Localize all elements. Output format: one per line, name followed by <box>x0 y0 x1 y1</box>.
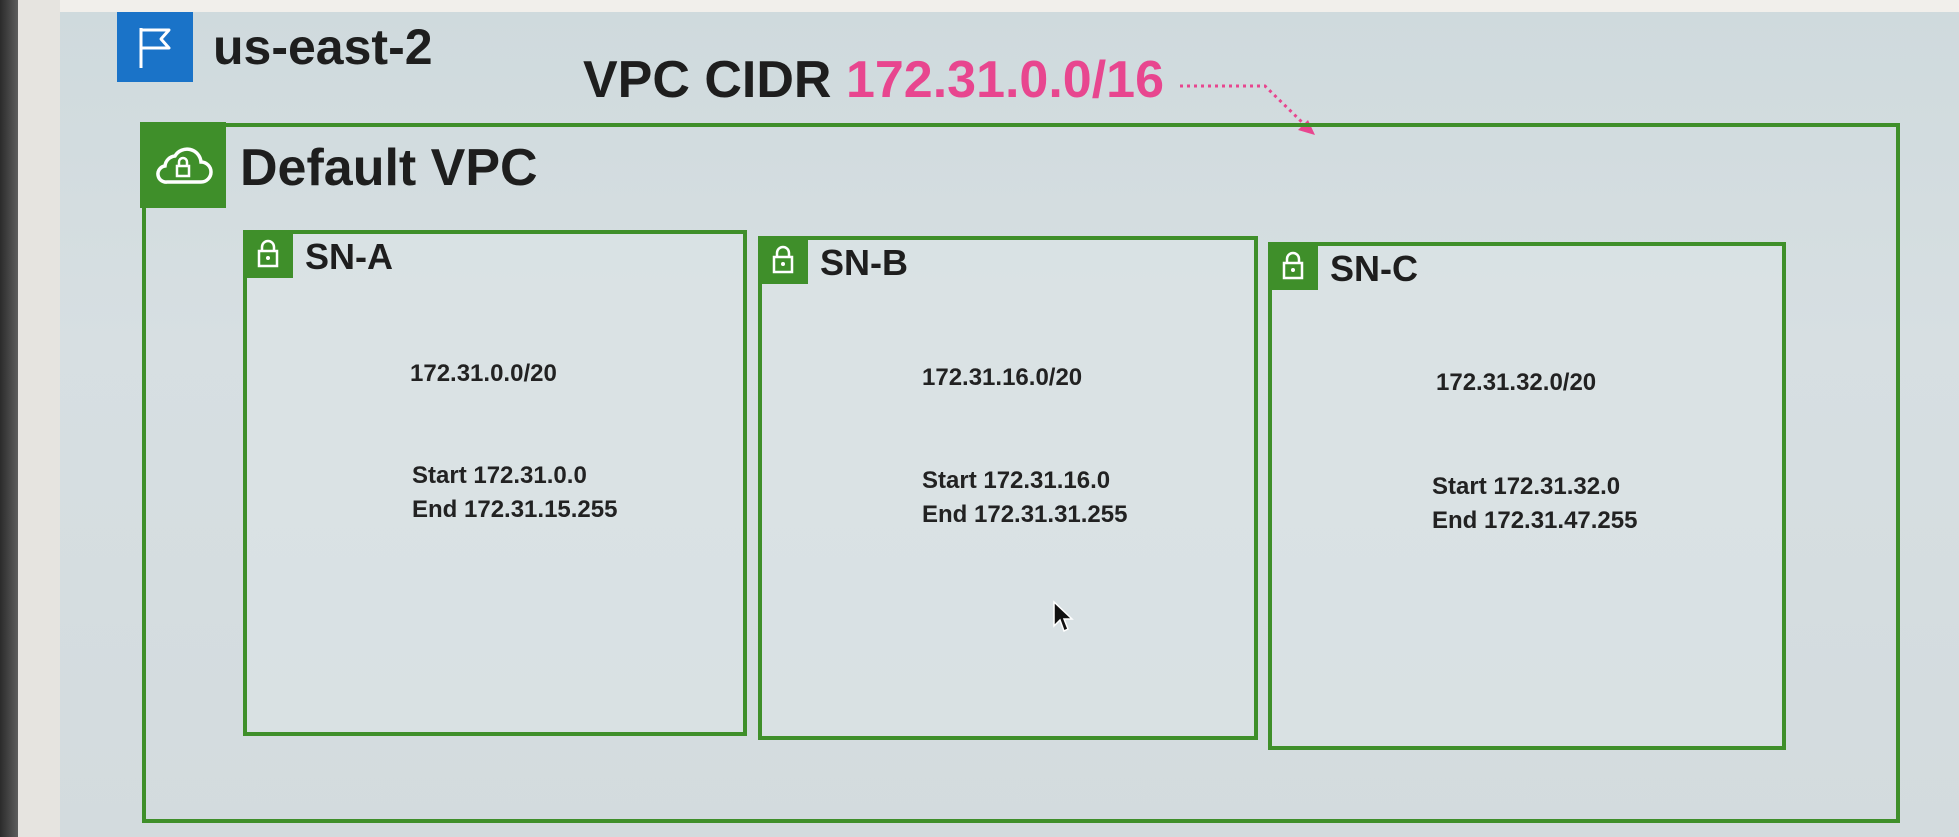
subnet-b: SN-B 172.31.16.0/20 Start 172.31.16.0 En… <box>758 236 1258 740</box>
region-name: us-east-2 <box>213 19 433 75</box>
subnet-a: SN-A 172.31.0.0/20 Start 172.31.0.0 End … <box>243 230 747 736</box>
subnet-end: End 172.31.31.255 <box>922 501 1128 528</box>
subnet-name: SN-B <box>820 242 908 283</box>
vpc-cidr-label: VPC CIDR <box>583 51 832 109</box>
subnet-range: Start 172.31.0.0 End 172.31.15.255 <box>412 459 617 527</box>
vpc-cidr-value: 172.31.0.0/16 <box>845 51 1165 109</box>
subnet-range: Start 172.31.16.0 End 172.31.31.255 <box>922 464 1127 532</box>
dotted-arrow <box>1180 84 1315 135</box>
subnet-cidr: 172.31.0.0/20 <box>410 360 557 387</box>
subnet-range: Start 172.31.32.0 End 172.31.47.255 <box>1432 470 1637 538</box>
subnet-cidr: 172.31.32.0/20 <box>1436 369 1597 396</box>
subnet-start: Start 172.31.16.0 <box>922 467 1111 494</box>
subnet-name: SN-C <box>1330 248 1418 289</box>
subnet-c: SN-C 172.31.32.0/20 Start 172.31.32.0 En… <box>1268 242 1786 750</box>
subnet-cidr: 172.31.16.0/20 <box>922 364 1083 391</box>
subnet-end: End 172.31.47.255 <box>1432 507 1638 534</box>
vpc-boundary <box>142 123 1900 823</box>
lock-icon <box>1268 242 1318 290</box>
subnet-start: Start 172.31.32.0 <box>1432 473 1621 500</box>
mouse-cursor-icon <box>1053 600 1074 633</box>
screen-edge <box>18 0 60 837</box>
top-strip <box>60 0 1959 12</box>
subnet-name: SN-A <box>305 236 393 277</box>
vpc-cidr: VPC CIDR 172.31.0.0/16 <box>583 50 1164 110</box>
subnet-start: Start 172.31.0.0 <box>412 462 587 489</box>
lock-icon <box>243 230 293 278</box>
flag-icon <box>117 12 193 82</box>
subnet-end: End 172.31.15.255 <box>412 496 618 523</box>
vpc-name: Default VPC <box>240 139 538 197</box>
cloud-lock-icon <box>140 122 226 208</box>
lock-icon <box>758 236 808 284</box>
screen-bezel <box>0 0 18 837</box>
